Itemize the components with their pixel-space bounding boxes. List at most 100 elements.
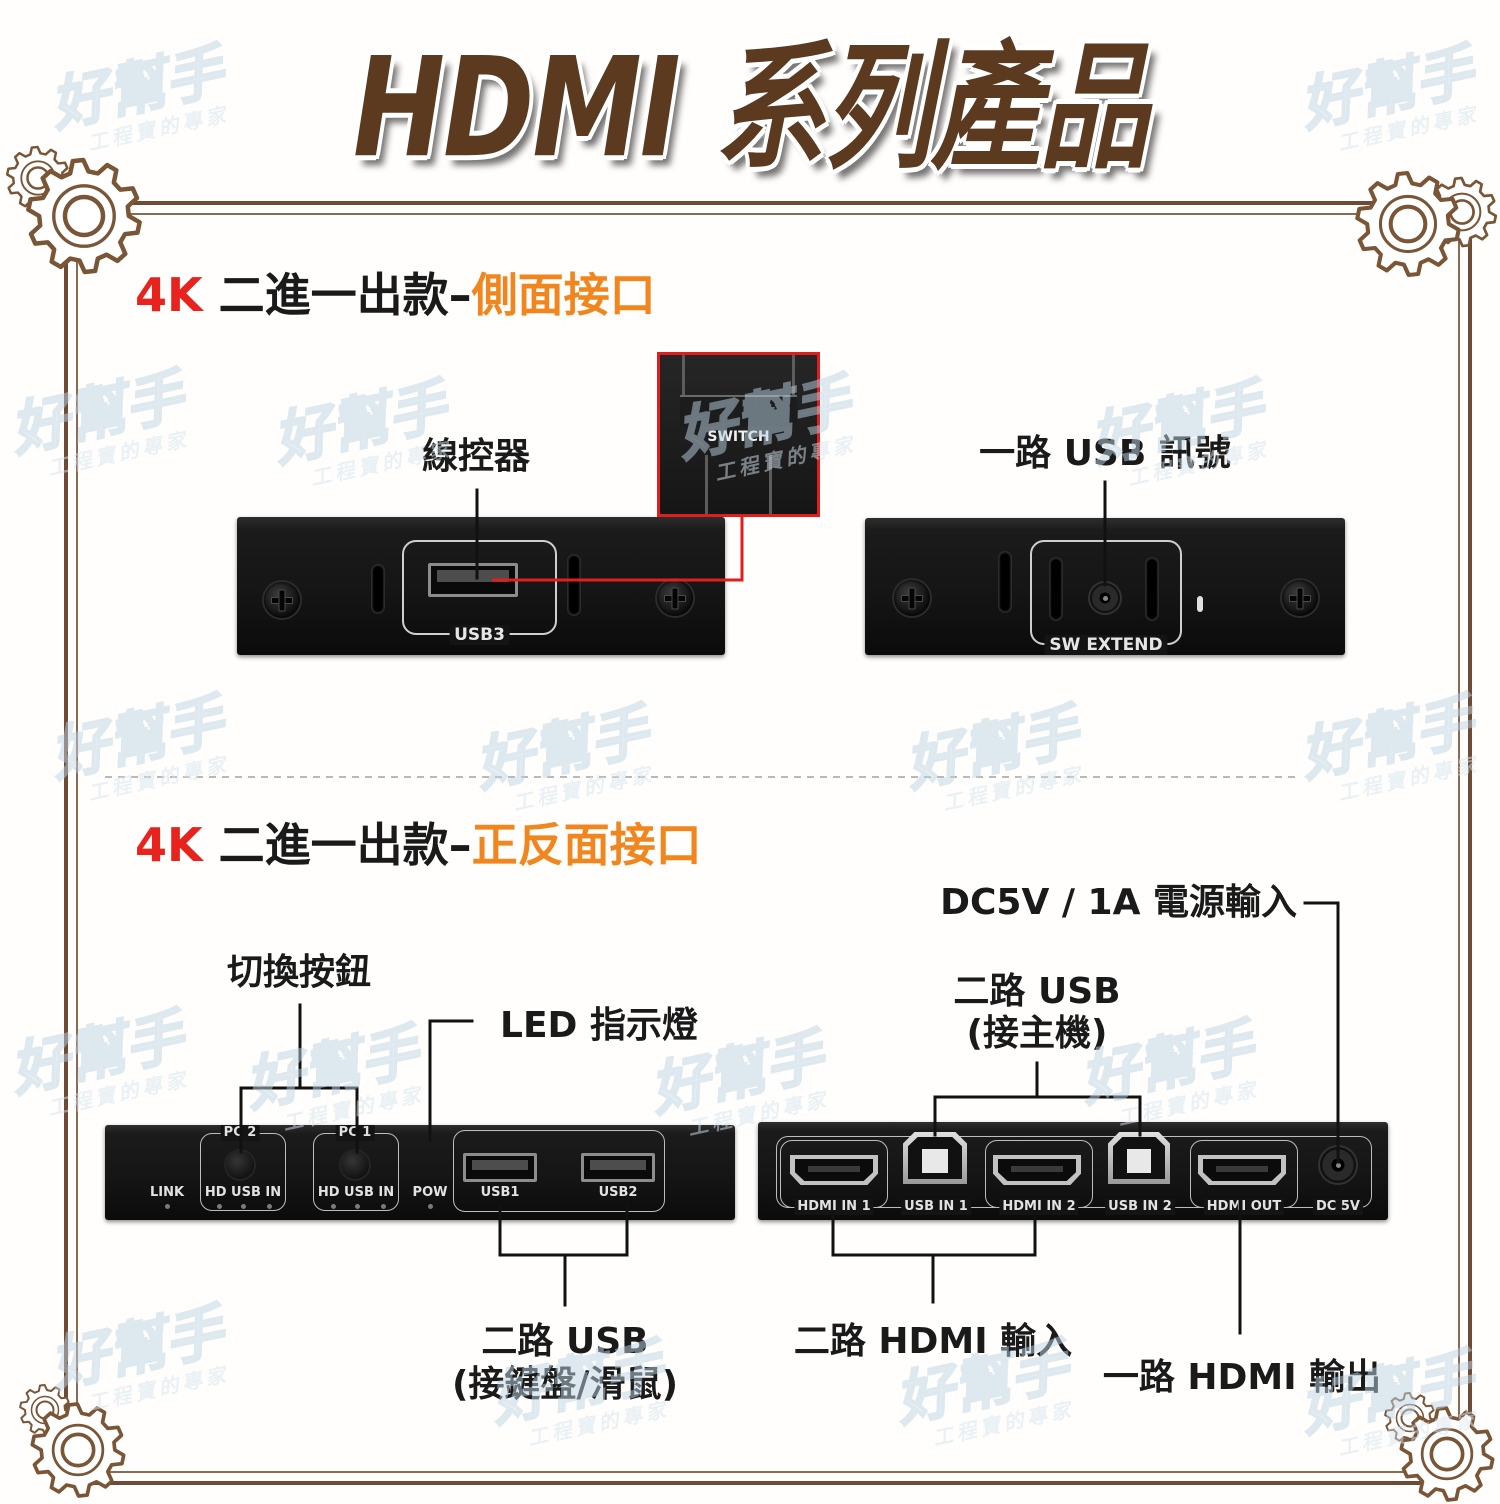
vent-slot (999, 552, 1011, 612)
usb3-label: USB3 (449, 625, 510, 645)
heading-product: 二進一出款– (218, 268, 472, 322)
pc2-hd-usb-in-label: HD USB IN (204, 1185, 282, 1200)
callout-led: LED 指示燈 (500, 1005, 698, 1046)
usb3-port-frame: USB3 (402, 540, 557, 645)
watermark-slogan: 工程寶的專家 (85, 1361, 232, 1416)
hdmi-out-label: HDMI OUT (1203, 1199, 1285, 1215)
led-icon (241, 1204, 246, 1209)
back-panel: HDMI IN 1 USB IN 1 HDMI IN 2 USB IN 2 HD… (758, 1122, 1388, 1220)
vent-slot (1146, 558, 1158, 620)
screw-icon (264, 582, 300, 618)
watermark-brand: 好幫手 (239, 1016, 425, 1121)
usb1-label: USB1 (480, 1185, 520, 1200)
usb2-label: USB2 (598, 1185, 638, 1200)
screw-icon (657, 580, 693, 616)
watermark: 好幫手工程寶的專家 (44, 686, 239, 812)
watermark-brand: 好幫手 (899, 696, 1085, 801)
switch-closeup-inset: SWITCH (657, 352, 820, 517)
led-icon (217, 1204, 222, 1209)
switch-housing-edge (769, 455, 772, 514)
dc-5v-label: DC 5V (1313, 1199, 1363, 1215)
led-icon (355, 1204, 360, 1209)
hdmi-in-1-label: HDMI IN 1 (794, 1199, 874, 1215)
vent-slot (568, 555, 580, 615)
extend-jack-icon (1090, 583, 1120, 613)
hdmi-in-1-port-icon (790, 1155, 878, 1185)
watermark-slogan: 工程寶的專家 (940, 761, 1087, 816)
usb-in-2-label: USB IN 2 (1105, 1199, 1175, 1215)
watermark-brand: 好幫手 (469, 696, 655, 801)
switch-housing (680, 395, 797, 427)
watermark: 好幫手工程寶的專家 (899, 696, 1094, 822)
usb-in-1-label: USB IN 1 (901, 1199, 971, 1215)
watermark-brand: 好幫手 (44, 1296, 230, 1401)
led-icon (331, 1204, 336, 1209)
pc1-label: PC 1 (335, 1125, 375, 1141)
watermark-slogan: 工程寶的專家 (1335, 1406, 1482, 1461)
usb-a-port-icon (428, 563, 518, 597)
watermark: 好幫手工程寶的專家 (267, 371, 462, 497)
section-heading-ports: 4K 二進一出款–正反面接口 (135, 820, 702, 870)
watermark-slogan: 工程寶的專家 (930, 1396, 1077, 1451)
vent-slot (1050, 558, 1062, 620)
watermark-brand: 好幫手 (44, 686, 230, 791)
watermark-slogan: 工程寶的專家 (85, 751, 232, 806)
watermark-slogan: 工程寶的專家 (1335, 751, 1482, 806)
heading-model: 4K (135, 818, 203, 872)
callout-usb-keyboard-title: 二路 USB (481, 1321, 649, 1362)
usb-in-2-port-icon (1108, 1132, 1170, 1184)
hdmi-in-2-label: HDMI IN 2 (999, 1199, 1079, 1215)
gear-icon (1357, 173, 1458, 275)
hdmi-out-port-icon (1198, 1155, 1286, 1185)
dc-power-jack-icon (1320, 1147, 1356, 1183)
switch-housing-edge (792, 355, 795, 397)
gear-icon (1426, 176, 1498, 248)
front-panel: LINK PC 2 HD USB IN PC 1 HD USB IN POW U… (105, 1125, 735, 1220)
watermark-slogan: 工程寶的專家 (45, 426, 192, 481)
switch-housing-edge (682, 355, 685, 397)
heading-view: 側面接口 (471, 268, 656, 322)
link-led-icon (165, 1204, 170, 1209)
sw-extend-port-frame: SW EXTEND (1030, 540, 1182, 655)
callout-hdmi-in: 二路 HDMI 輸入 (793, 1321, 1073, 1362)
watermark: 好幫手工程寶的專家 (4, 1001, 199, 1127)
usb1-port-icon (463, 1153, 537, 1182)
callout-hdmi-out: 一路 HDMI 輸出 (1102, 1357, 1382, 1398)
gear-icon (19, 1384, 71, 1436)
link-label: LINK (149, 1185, 185, 1200)
callout-line-hdmi-in (831, 1210, 1037, 1304)
callout-line-led (428, 1019, 474, 1142)
screw-icon (894, 580, 930, 616)
watermark: 好幫手工程寶的專家 (1294, 686, 1489, 812)
heading-view: 正反面接口 (471, 818, 702, 872)
watermark-brand: 好幫手 (4, 361, 190, 466)
callout-power: DC5V / 1A 電源輸入 (940, 882, 1297, 923)
watermark-brand: 好幫手 (1294, 686, 1480, 791)
usb-in-1-port-icon (903, 1132, 967, 1184)
led-icon (267, 1204, 272, 1209)
switch-housing-edge (705, 455, 708, 514)
callout-controller: 線控器 (421, 436, 531, 477)
watermark: 好幫手工程寶的專家 (4, 361, 199, 487)
sw-extend-label: SW EXTEND (1044, 635, 1168, 655)
watermark-slogan: 工程寶的專家 (510, 761, 657, 816)
heading-product: 二進一出款– (218, 818, 472, 872)
callout-usb-keyboard-note: (接鍵盤/滑鼠) (451, 1364, 679, 1405)
heading-model: 4K (135, 268, 203, 322)
pow-label: POW (412, 1185, 448, 1200)
gear-icon (30, 1402, 126, 1498)
pc1-hd-usb-in-label: HD USB IN (317, 1185, 395, 1200)
watermark: 好幫手工程寶的專家 (469, 696, 664, 822)
pc2-label: PC 2 (220, 1125, 260, 1141)
callout-usb-host-note: (接主機) (966, 1013, 1108, 1054)
watermark-slogan: 工程寶的專家 (45, 1066, 192, 1121)
watermark-brand: 好幫手 (4, 1001, 190, 1106)
led-icon (381, 1204, 386, 1209)
power-led-icon (428, 1204, 433, 1209)
pc1-switch-button (341, 1151, 369, 1179)
watermark: 好幫手工程寶的專家 (239, 1016, 434, 1142)
gear-icon (1399, 1406, 1495, 1502)
